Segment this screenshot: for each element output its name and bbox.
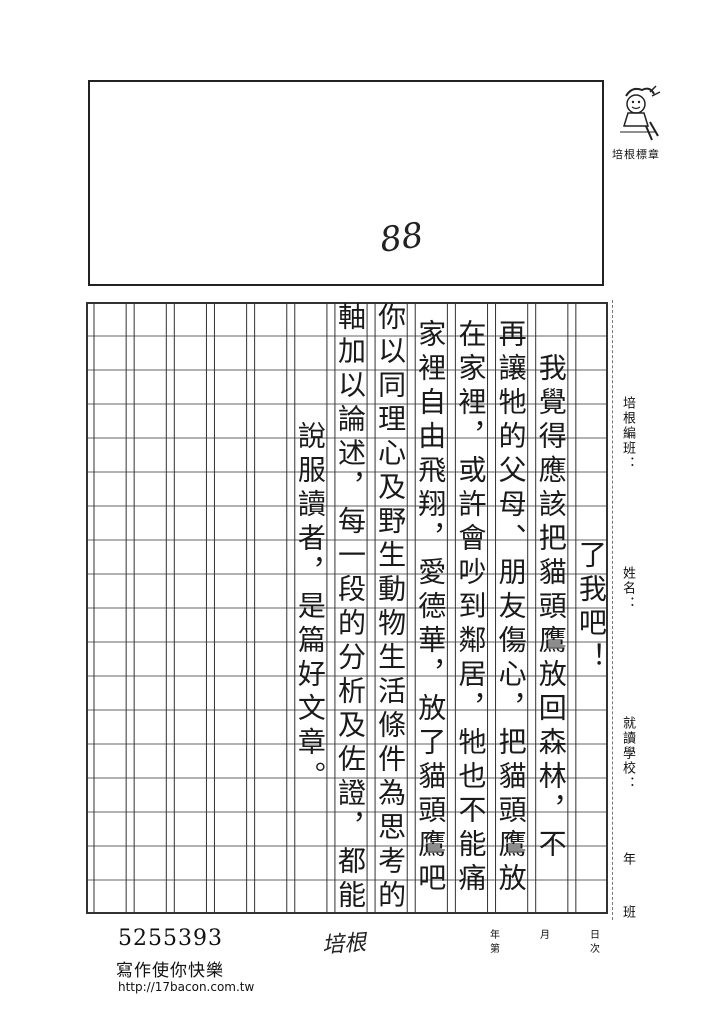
footer-url[interactable]: http://17bacon.com.tw xyxy=(118,980,255,994)
essay-column: 了我吧！ xyxy=(575,540,608,676)
footer-number: 5255393 xyxy=(118,926,223,951)
footer-slogan: 寫作使你快樂 xyxy=(116,961,224,981)
month-label: 月 xyxy=(540,930,550,941)
grid-lines xyxy=(86,302,608,914)
essay-column: 你以同理心及野生動物生活條件為思考的主 xyxy=(375,302,408,914)
essay-column: 軸加以論述，每一段的分析及佐證，都能 xyxy=(335,302,367,914)
score-mark: 88 xyxy=(377,215,426,261)
class-label: 培根編班： xyxy=(620,396,635,471)
number-label: 第 xyxy=(490,944,500,955)
stamp-label: 培根標章 xyxy=(612,148,660,161)
essay-column: 家裡自由飛翔，愛德華，放了貓頭鷹吧 xyxy=(415,319,448,897)
times-label: 次 xyxy=(590,944,600,955)
name-label: 姓名： xyxy=(620,566,635,611)
essay-column: 在家裡，或許會吵到鄰居，牠也不能痛 xyxy=(455,319,488,897)
essay-column: 我覺得應該把貓頭鷹放回森林，不 xyxy=(535,353,568,863)
essay-column: 說服讀者，是篇好文章。 xyxy=(294,421,327,795)
side-divider xyxy=(612,300,613,920)
bacon-logo-icon xyxy=(616,82,664,142)
school-label: 就讀學校： xyxy=(620,716,635,791)
teacher-signature: 培根 xyxy=(321,930,368,959)
year-label: 年 xyxy=(490,930,500,941)
teacher-comment-box xyxy=(88,80,604,286)
essay-column: 再讓牠的父母、朋友傷心，把貓頭鷹放 xyxy=(495,319,528,897)
day-label: 日 xyxy=(590,930,600,941)
writing-grid: 了我吧！我覺得應該把貓頭鷹放回森林，不再讓牠的父母、朋友傷心，把貓頭鷹放在家裡，… xyxy=(86,302,608,914)
grade-label: 年 班 xyxy=(620,852,635,937)
